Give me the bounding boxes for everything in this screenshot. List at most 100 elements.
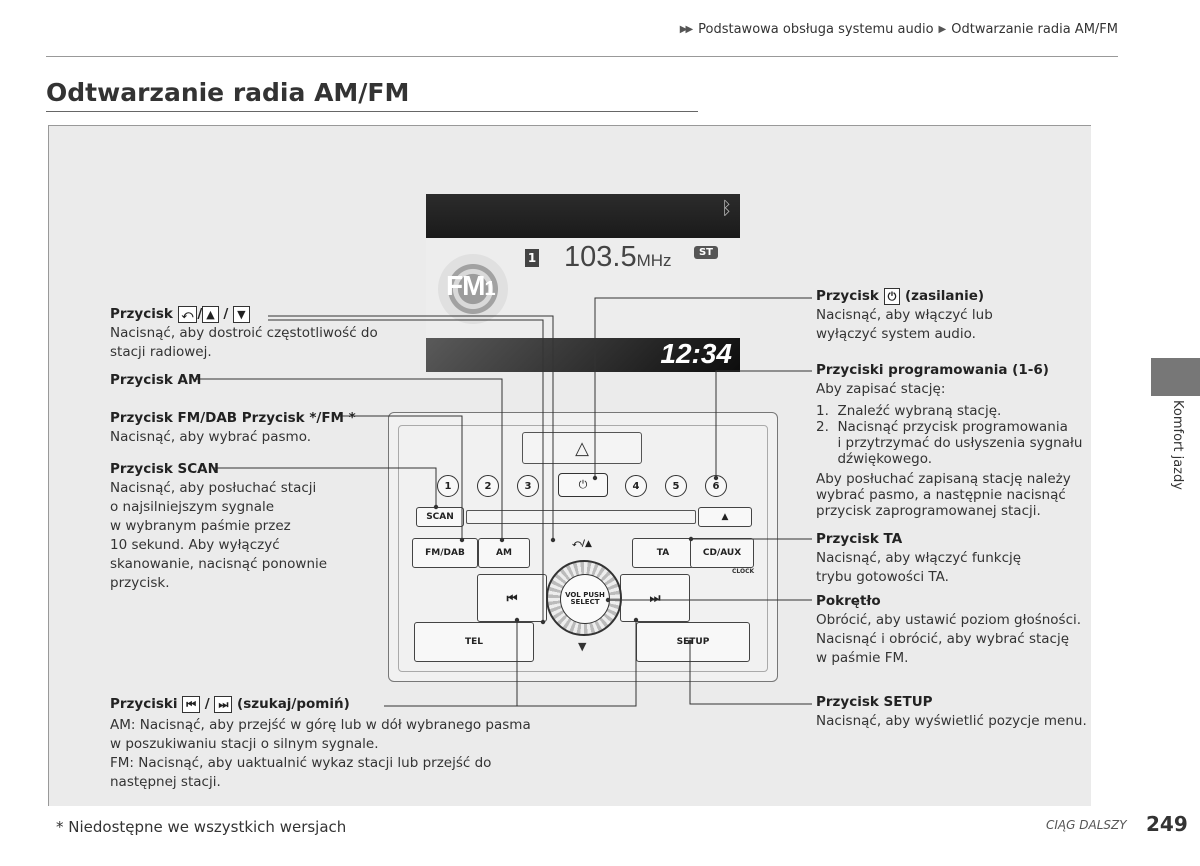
callout-text: przycisk zaprogramowanej stacji.: [816, 503, 1041, 519]
cd-aux-button[interactable]: CD/AUX: [690, 538, 754, 568]
continue-label: CIĄG DALSZY: [1046, 818, 1127, 832]
list-item: 2. Nacisnąć przycisk programowania: [816, 419, 1068, 435]
band-sub: 1: [484, 278, 495, 300]
preset-indicator: 1: [525, 249, 539, 267]
fm-band-icon: FM1: [438, 254, 508, 324]
callout-text: Nacisnąć i obrócić, aby wybrać stację: [816, 631, 1070, 647]
list-item: 1. Znaleźć wybraną stację.: [816, 403, 1002, 419]
seek-back-icon: ⏮: [182, 695, 201, 713]
callout-text: AM: Nacisnąć, aby przejść w górę lub w d…: [110, 717, 531, 733]
callout-text: 10 sekund. Aby wyłączyć: [110, 537, 280, 553]
callout-text: o najsilniejszym sygnale: [110, 499, 275, 515]
eject-button[interactable]: ▲: [698, 507, 752, 527]
double-arrow-icon: ▶▶: [679, 24, 693, 35]
down-arrow-icon: ▼: [233, 305, 250, 323]
page-title: Odtwarzanie radia AM/FM: [46, 78, 410, 107]
am-button[interactable]: AM: [478, 538, 530, 568]
callout-text: Nacisnąć, aby posłuchać stacji: [110, 480, 317, 496]
clock-readout: 12:34: [660, 338, 732, 369]
preset-button-3[interactable]: 3: [517, 475, 539, 497]
callout-text: w wybranym paśmie przez: [110, 518, 291, 534]
callout-title: Przycisk SCAN: [110, 461, 219, 477]
callout-ta: Przycisk TA Nacisnąć, aby włączyć funkcj…: [816, 530, 1076, 587]
hazard-button[interactable]: △: [522, 432, 642, 464]
chapter-tab: [1151, 358, 1200, 396]
callout-title: Przyciski: [110, 696, 178, 712]
arrow-icon: ▶: [938, 24, 947, 35]
preset-button-1[interactable]: 1: [437, 475, 459, 497]
callout-power: Przycisk ⏻ (zasilanie) Nacisnąć, aby włą…: [816, 287, 1056, 344]
callout-text: trybu gotowości TA.: [816, 569, 949, 585]
callout-text: Aby posłuchać zapisaną stację należy: [816, 471, 1071, 487]
control-unit-inner-frame: [398, 425, 768, 672]
callout-title: Przycisk: [110, 306, 173, 322]
callout-setup: Przycisk SETUP Nacisnąć, aby wyświetlić …: [816, 693, 1106, 731]
callout-text: Aby zapisać stację:: [816, 381, 946, 397]
tel-button[interactable]: TEL: [414, 622, 534, 662]
breadcrumb-page[interactable]: Odtwarzanie radia AM/FM: [951, 22, 1118, 37]
callout-title: Przyciski programowania (1-6): [816, 362, 1049, 378]
audio-display: ᛒ FM1 1 103.5MHz ST 12:34: [426, 194, 740, 372]
cd-slot: [466, 510, 696, 524]
callout-seek: Przyciski ⏮ / ⏭ (szukaj/pomiń) AM: Nacis…: [110, 695, 550, 792]
clock-label: CLOCK: [732, 568, 755, 575]
fm-dab-button[interactable]: FM/DAB: [412, 538, 478, 568]
seek-forward-icon: ⏭: [214, 695, 233, 713]
callout-knob: Pokrętło Obrócić, aby ustawić poziom gło…: [816, 592, 1106, 668]
callout-title: Przycisk SETUP: [816, 694, 933, 710]
volume-knob[interactable]: VOL PUSH SELECT: [546, 560, 622, 636]
seek-back-button[interactable]: ⏮: [477, 574, 547, 622]
title-underline: [46, 111, 698, 112]
stereo-badge: ST: [693, 246, 718, 259]
preset-button-5[interactable]: 5: [665, 475, 687, 497]
callout-text: Nacisnąć, aby włączyć lub: [816, 307, 993, 323]
footnote: * Niedostępne we wszystkich wersjach: [56, 818, 347, 836]
up-arrow-icon: ▲: [202, 305, 219, 323]
callout-presets: Przyciski programowania (1-6) Aby zapisa…: [816, 361, 1106, 519]
preset-button-4[interactable]: 4: [625, 475, 647, 497]
callout-scan: Przycisk SCAN Nacisnąć, aby posłuchać st…: [110, 460, 350, 593]
callout-text: Nacisnąć, aby wybrać pasmo.: [110, 429, 312, 445]
callout-title: Pokrętło: [816, 593, 881, 609]
callout-text: Nacisnąć, aby wyświetlić pozycje menu.: [816, 713, 1087, 729]
callout-title-tail: (zasilanie): [904, 288, 985, 304]
ta-button[interactable]: TA: [632, 538, 694, 568]
callout-title: Przycisk AM: [110, 372, 202, 388]
back-up-button[interactable]: ⤺/▲: [572, 539, 592, 549]
preset-button-2[interactable]: 2: [477, 475, 499, 497]
frequency-unit: MHz: [636, 251, 672, 270]
scan-button[interactable]: SCAN: [416, 507, 464, 527]
callout-text: stacji radiowej.: [110, 344, 212, 360]
setup-button[interactable]: SETUP: [636, 622, 750, 662]
frequency-value: 103.5: [564, 241, 637, 273]
list-item: i przytrzymać do usłyszenia sygnału: [816, 435, 1083, 451]
callout-title-tail: (szukaj/pomiń): [237, 696, 350, 712]
callout-text: Nacisnąć, aby włączyć funkcję: [816, 550, 1022, 566]
power-icon: ⏻: [883, 287, 901, 305]
callout-text: FM: Nacisnąć, aby uaktualnić wykaz stacj…: [110, 755, 492, 771]
back-icon: ⤺: [177, 305, 198, 323]
breadcrumb-section[interactable]: Podstawowa obsługa systemu audio: [698, 22, 934, 37]
power-button[interactable]: ⏻: [558, 473, 608, 497]
callout-text: wyłączyć system audio.: [816, 326, 976, 342]
callout-tune-buttons: Przycisk ⤺/▲ / ▼ Nacisnąć, aby dostroić …: [110, 305, 410, 362]
down-arrow-icon[interactable]: ▼: [578, 640, 587, 653]
callout-text: w poszukiwaniu stacji o silnym sygnale.: [110, 736, 379, 752]
callout-text: Nacisnąć, aby dostroić częstotliwość do: [110, 325, 378, 341]
knob-center[interactable]: VOL PUSH SELECT: [560, 574, 610, 624]
bluetooth-icon: ᛒ: [721, 198, 732, 219]
callout-title: Przycisk TA: [816, 531, 903, 547]
callout-text: skanowanie, nacisnąć ponownie: [110, 556, 328, 572]
callout-am: Przycisk AM: [110, 371, 201, 390]
callout-fm-dab: Przycisk FM/DAB Przycisk */FM * Nacisnąć…: [110, 409, 370, 447]
band-label: FM: [446, 270, 485, 301]
header-divider: [46, 56, 1118, 57]
callout-title: Przycisk: [816, 288, 879, 304]
seek-forward-button[interactable]: ⏭: [620, 574, 690, 622]
callout-text: wybrać pasmo, a następnie nacisnąć: [816, 487, 1066, 503]
callout-text: w paśmie FM.: [816, 650, 909, 666]
frequency-readout: 103.5MHz: [564, 241, 672, 274]
callout-title: Przycisk FM/DAB Przycisk */FM *: [110, 410, 356, 426]
callout-text: Obrócić, aby ustawić poziom głośności.: [816, 612, 1082, 628]
